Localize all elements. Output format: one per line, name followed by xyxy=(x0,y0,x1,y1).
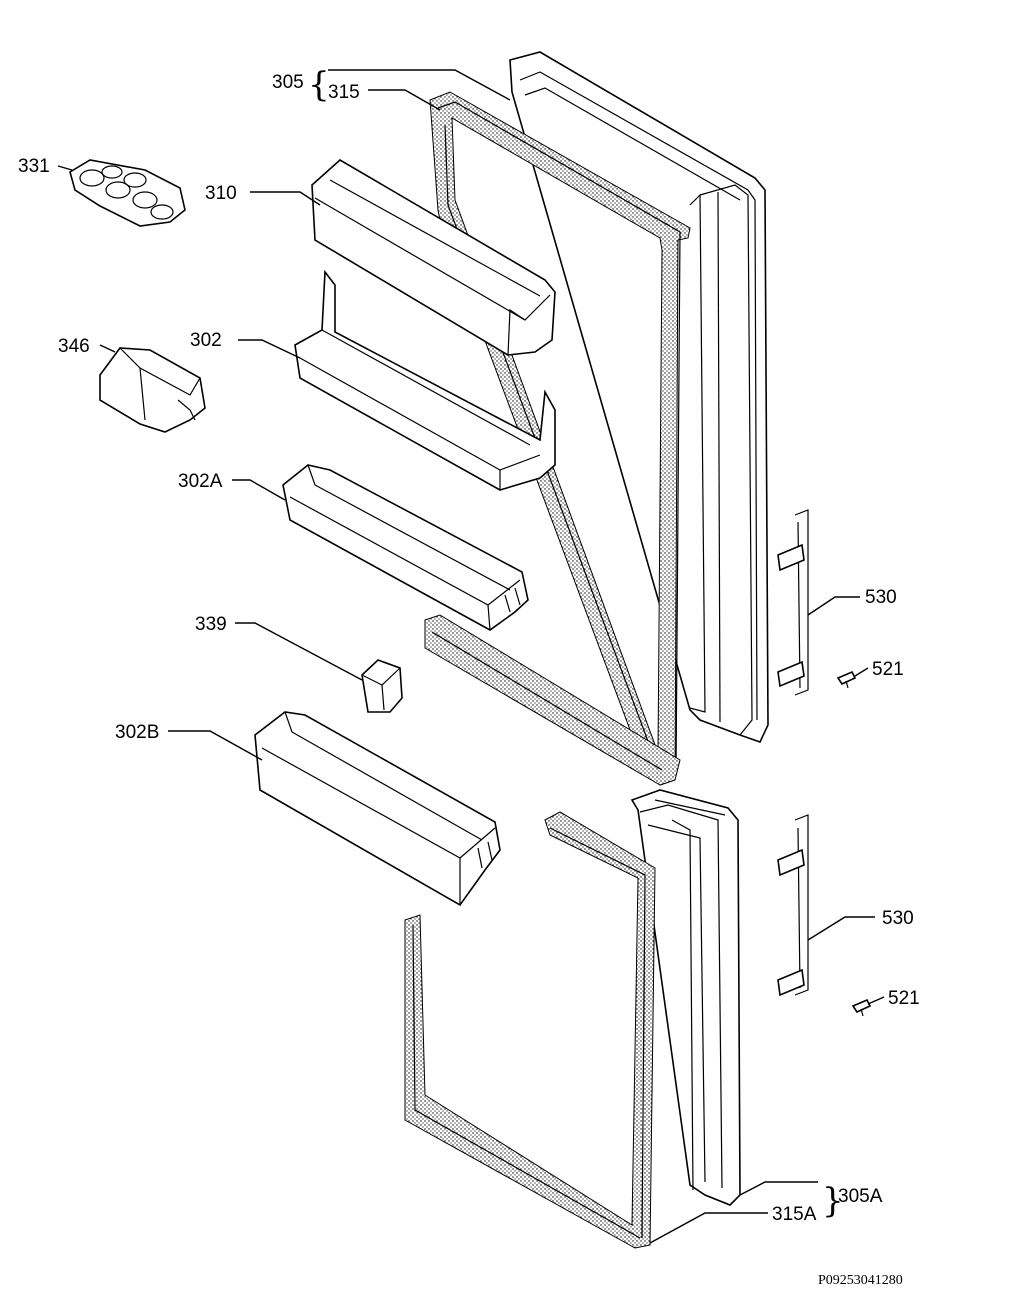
drawing-code: P09253041280 xyxy=(818,1273,903,1288)
door-stop-clip xyxy=(361,659,403,713)
label-310: 310 xyxy=(205,183,237,204)
bottle-holder xyxy=(99,347,206,433)
label-530-upper: 530 xyxy=(865,587,897,608)
label-302: 302 xyxy=(190,330,222,351)
brace-305: { xyxy=(308,65,330,105)
door-shelf-302a xyxy=(282,464,529,631)
hinge-upper xyxy=(777,509,809,696)
hinge-lower xyxy=(777,814,809,997)
label-521-upper: 521 xyxy=(872,659,904,680)
brace-305a: } xyxy=(822,1181,844,1221)
label-305a: 305A xyxy=(838,1186,883,1207)
hinge-screw-lower xyxy=(851,998,872,1017)
label-302b: 302B xyxy=(115,722,159,743)
label-339: 339 xyxy=(195,614,227,635)
label-315: 315 xyxy=(328,82,360,103)
label-521-lower: 521 xyxy=(888,988,920,1009)
dairy-compartment xyxy=(311,159,556,356)
label-346: 346 xyxy=(58,336,90,357)
door-shelf-302 xyxy=(294,269,556,491)
lower-door-gasket xyxy=(404,811,656,1249)
door-shelf-302b xyxy=(254,711,501,907)
hinge-screw-upper xyxy=(836,670,857,689)
label-530-lower: 530 xyxy=(882,908,914,929)
leader-lines xyxy=(57,69,885,1244)
egg-tray xyxy=(69,159,186,227)
label-331: 331 xyxy=(18,156,50,177)
label-315a: 315A xyxy=(772,1204,817,1225)
upper-door-gasket xyxy=(424,91,691,786)
upper-door-panel xyxy=(509,51,769,743)
label-302a: 302A xyxy=(178,471,223,492)
lower-door-panel xyxy=(630,789,741,1206)
label-305: 305 xyxy=(272,72,304,93)
